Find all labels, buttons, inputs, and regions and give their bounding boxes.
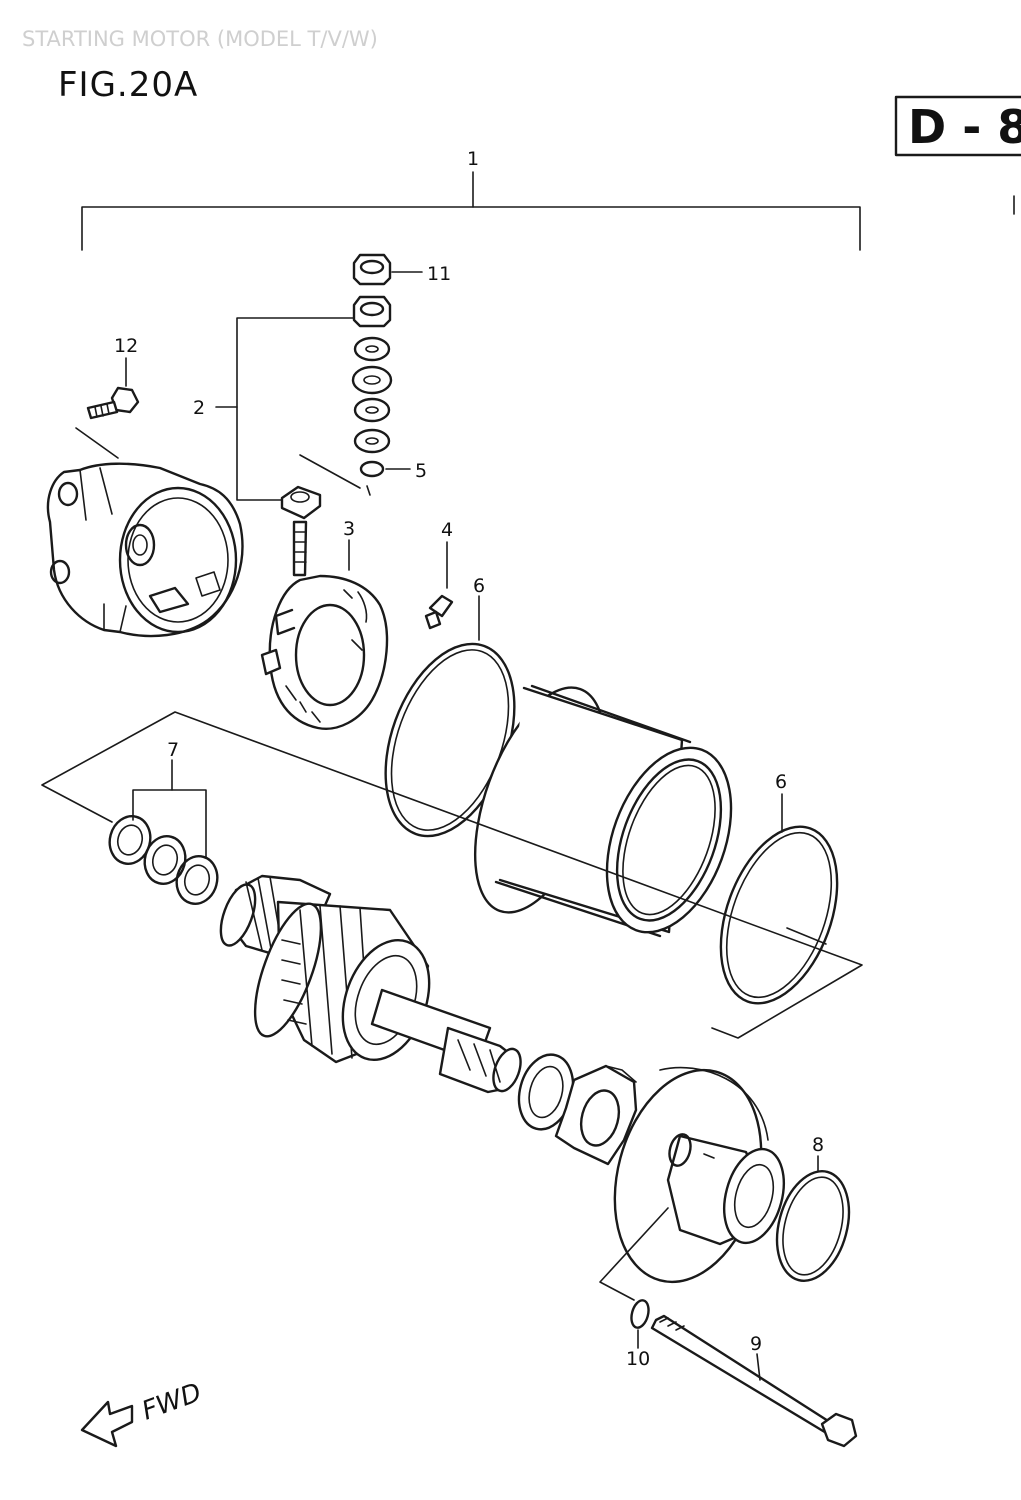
callout-4: 4	[441, 519, 453, 541]
callout-7: 7	[167, 739, 179, 761]
callout-10: 10	[626, 1348, 650, 1370]
terminal-bolt	[280, 485, 322, 577]
brush-part	[424, 594, 454, 630]
small-o-ring	[630, 1299, 650, 1329]
screw-guide	[75, 427, 119, 459]
yoke-case	[473, 684, 733, 938]
figure-label: FIG.20A	[58, 65, 198, 105]
o-ring-end	[775, 1169, 851, 1283]
nut-part	[352, 253, 392, 286]
armature-group-bracket	[41, 711, 863, 1039]
armature	[219, 874, 522, 1094]
forward-direction-arrow	[80, 1400, 134, 1448]
terminal-group-bracket	[215, 317, 371, 501]
callout-6-upper: 6	[473, 575, 485, 597]
end-cover-housing	[46, 462, 244, 638]
callout-11: 11	[427, 263, 451, 285]
assembly-bracket	[81, 171, 861, 251]
front-cover	[599, 1066, 785, 1301]
brush-holder	[260, 574, 389, 730]
section-code-box: D - 8	[894, 95, 1021, 157]
lock-plate	[554, 1064, 638, 1166]
callout-12: 12	[114, 335, 138, 357]
callout-5: 5	[415, 460, 427, 482]
callout-3: 3	[343, 518, 355, 540]
o-ring-lower	[719, 825, 839, 1005]
callout-9: 9	[750, 1333, 762, 1355]
leader-9	[756, 1353, 761, 1381]
callout-6-lower: 6	[775, 771, 787, 793]
section-code: D - 8	[908, 100, 1021, 154]
through-bolt	[650, 1314, 858, 1448]
callout-1: 1	[467, 148, 479, 170]
nut-part-lower	[352, 295, 392, 328]
forward-label: FWD	[138, 1378, 205, 1427]
washer-set	[108, 759, 219, 905]
screw-part	[86, 386, 140, 420]
callout-2: 2	[193, 397, 205, 419]
page-header-title: STARTING MOTOR (MODEL T/V/W)	[22, 27, 378, 51]
callout-8: 8	[812, 1134, 824, 1156]
washer-stack	[351, 336, 393, 478]
